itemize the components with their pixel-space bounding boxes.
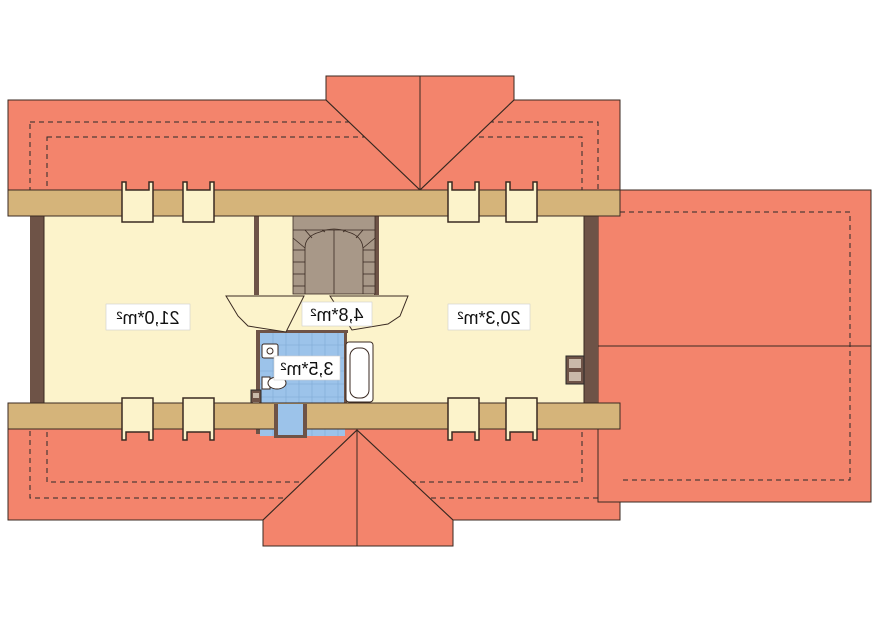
bathroom-area: 3,5*m² (280, 359, 333, 379)
hall-area: 4,8*m² (310, 305, 363, 325)
roof-back-gable-hip-right (419, 99, 515, 191)
washbasin (261, 343, 279, 359)
roof-back-dashed-outline-inner (46, 136, 583, 208)
label-bathroom: 3,5*m² (273, 355, 341, 381)
label-hall: 4,8*m² (301, 301, 373, 327)
dormers-bottom (121, 397, 538, 441)
chimney-right (565, 355, 585, 385)
bathroom-floor-lower (278, 404, 304, 436)
dormers-top (121, 181, 538, 223)
bathroom-wall-top (256, 330, 348, 333)
partition-wall-right (374, 215, 379, 295)
label-room-left: 21,0*m² (105, 303, 191, 331)
partition-wall-left (254, 215, 259, 295)
roof-front-gable-hip-left (262, 429, 358, 521)
hall-kneewall-left (225, 295, 305, 333)
label-room-right: 20,3*m² (447, 303, 531, 331)
staircase (292, 215, 376, 295)
bathroom-wall-left (256, 330, 260, 434)
roof-back-slope (7, 99, 621, 206)
roof-front-gable-hip-right (356, 429, 454, 521)
garage-roof-dashed-outline (620, 211, 851, 481)
roof-back-gable-hip-left (325, 99, 421, 191)
room-left-area: 21,0*m² (116, 308, 179, 328)
bathroom-lower-wall (274, 404, 307, 438)
room-right-area: 20,3*m² (457, 308, 520, 328)
bathtub (345, 341, 374, 403)
